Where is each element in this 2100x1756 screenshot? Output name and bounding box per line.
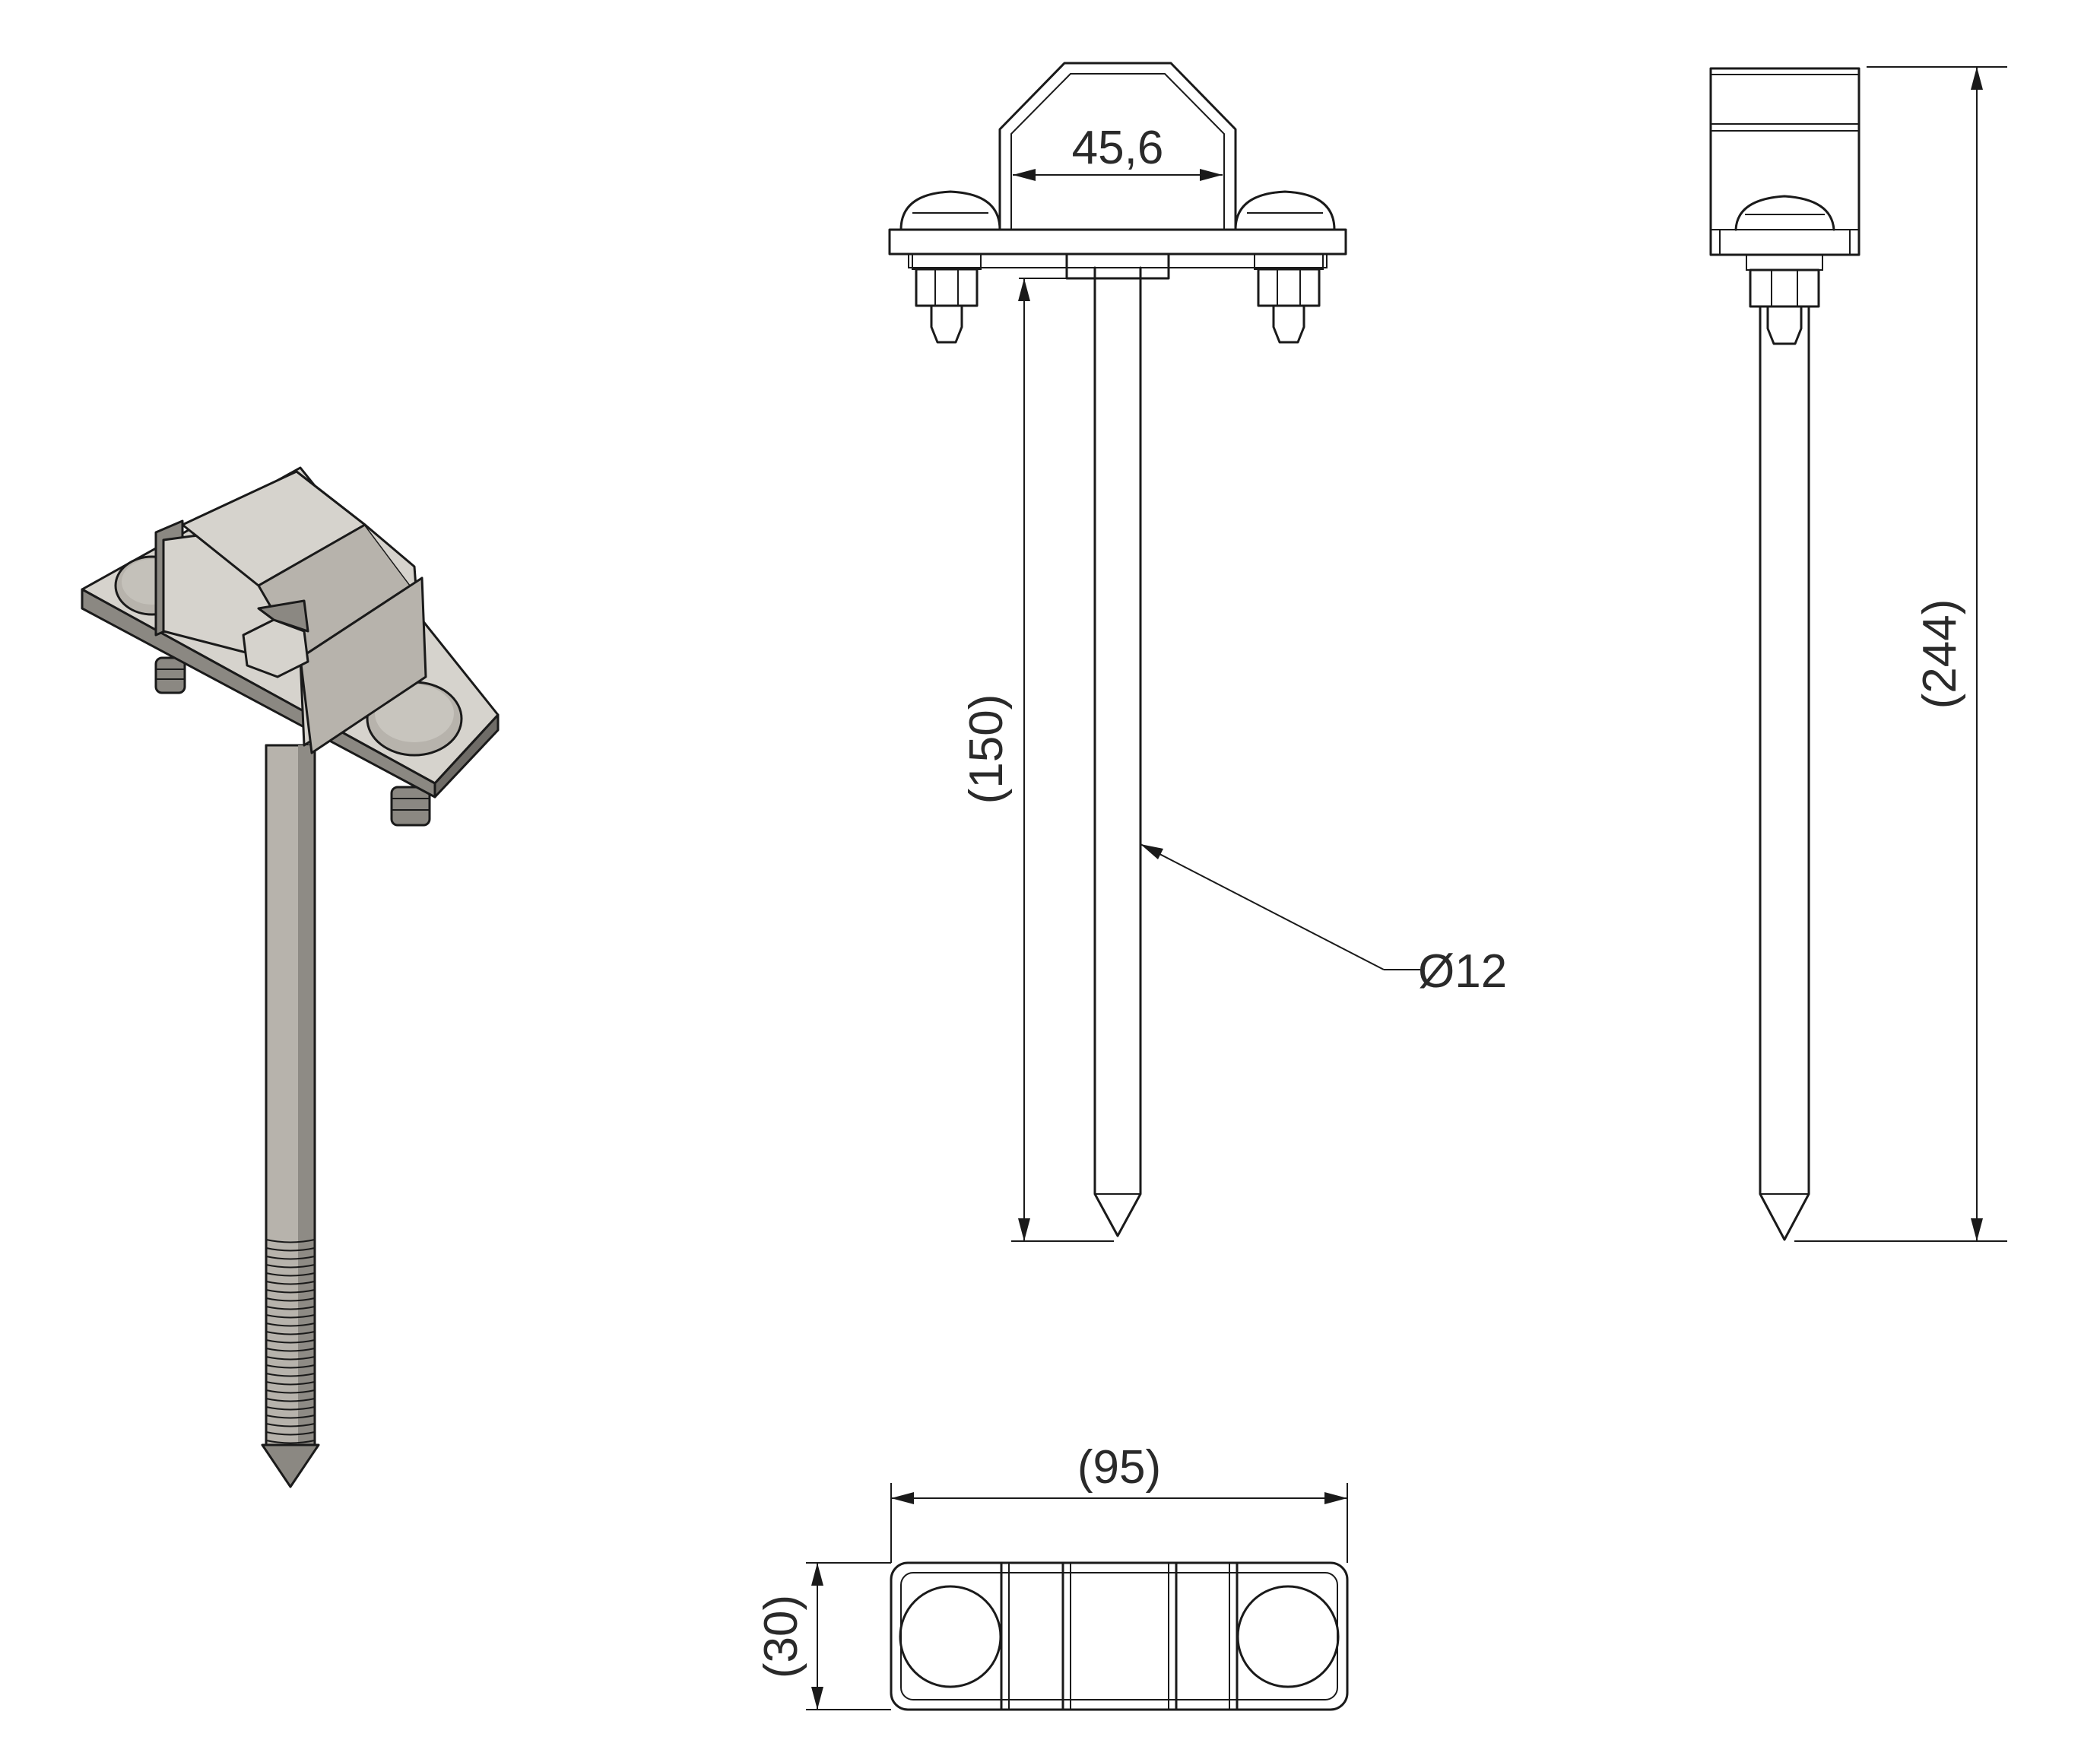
dim-spike-length: (150) [960, 278, 1114, 1242]
dim-bracket-width: 45,6 [1013, 122, 1223, 181]
dim-rod-diameter-label: Ø12 [1418, 945, 1507, 998]
side-view: (244) [1709, 66, 2007, 1242]
thread-line [265, 1247, 316, 1252]
dim-bracket-width-label: 45,6 [1072, 122, 1164, 174]
top-bolt-head-left [899, 1585, 1002, 1688]
dim-rod-diameter: Ø12 [1140, 843, 1507, 998]
iso-saddle-bracket [154, 470, 427, 754]
dim-overall-height-label: (244) [1914, 599, 1966, 710]
front-saddle-inner [1010, 73, 1225, 230]
thread-line [265, 1331, 316, 1335]
side-nut [1746, 254, 1823, 345]
side-saddle [1709, 67, 1860, 256]
front-plate-underside [908, 253, 1328, 268]
thread-line [265, 1323, 316, 1327]
thread-line [265, 1348, 316, 1352]
iso-bolt-stub-left [154, 656, 186, 694]
iso-bolt-stub-right [390, 786, 431, 827]
dim-spike-length-label: (150) [960, 694, 1013, 805]
front-nut-left [912, 253, 982, 344]
front-rod-collar [1065, 252, 1170, 280]
thread-line [265, 1239, 316, 1243]
dim-overall-width-label: (95) [1077, 1441, 1161, 1494]
thread-line [265, 1356, 316, 1361]
front-bolt-head-right [1234, 190, 1336, 231]
dim-plate-depth-label: (30) [755, 1595, 807, 1678]
thread-line [265, 1381, 316, 1386]
front-saddle-outer [998, 62, 1237, 231]
dim-overall-height: (244) [1794, 66, 2007, 1242]
thread-line [265, 1264, 316, 1269]
isometric-view [81, 466, 500, 1488]
thread-line [265, 1272, 316, 1277]
front-bolt-head-left [899, 190, 1001, 231]
iso-rod-threads [265, 1239, 316, 1444]
thread-line [265, 1306, 316, 1310]
thread-line [265, 1297, 316, 1302]
thread-line [265, 1415, 316, 1419]
top-view: (95) (30) [755, 1441, 1349, 1711]
thread-line [265, 1440, 316, 1444]
thread-line [265, 1256, 316, 1260]
thread-line [265, 1281, 316, 1285]
thread-line [265, 1431, 316, 1436]
top-bolt-head-right [1236, 1585, 1340, 1688]
thread-line [265, 1389, 316, 1394]
thread-line [265, 1289, 316, 1294]
thread-line [265, 1339, 316, 1344]
front-base-plate [888, 228, 1347, 256]
thread-line [265, 1373, 316, 1377]
thread-line [265, 1364, 316, 1369]
front-view: 45,6 (150) Ø12 [888, 62, 1507, 1242]
top-plate-outline [890, 1561, 1349, 1711]
thread-line [265, 1398, 316, 1402]
front-spike [1093, 266, 1142, 1237]
iso-rod [261, 744, 320, 1488]
thread-line [265, 1423, 316, 1427]
thread-line [265, 1406, 316, 1411]
front-nut-right [1254, 253, 1324, 344]
dim-overall-width: (95) [890, 1441, 1348, 1563]
thread-line [265, 1314, 316, 1319]
side-bolt-head [1734, 195, 1835, 231]
side-spike [1759, 305, 1810, 1241]
dim-plate-depth: (30) [755, 1562, 891, 1710]
